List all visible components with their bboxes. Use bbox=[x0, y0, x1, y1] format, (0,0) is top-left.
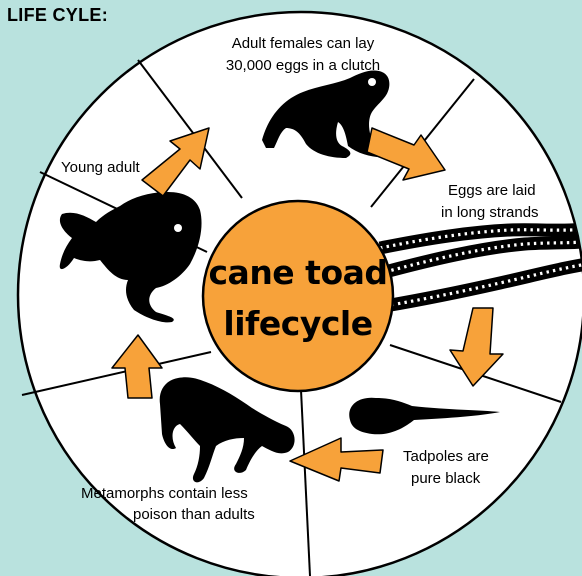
young-adult-label: Young adult bbox=[61, 159, 141, 176]
center-title-line1: cane toad bbox=[208, 253, 387, 292]
eggs-label-line1: Eggs are laid bbox=[448, 182, 536, 199]
adult-female-label-line1: Adult females can lay bbox=[232, 35, 375, 52]
center-disc bbox=[203, 201, 393, 391]
tadpoles-label-line2: pure black bbox=[411, 470, 481, 487]
adult-female-label-line2: 30,000 eggs in a clutch bbox=[226, 57, 380, 74]
center-title-line2: lifecycle bbox=[223, 304, 372, 343]
eggs-label-line2: in long strands bbox=[441, 204, 539, 221]
metamorphs-label-line1: Metamorphs contain less bbox=[81, 485, 248, 502]
tadpoles-label-line1: Tadpoles are bbox=[403, 448, 489, 465]
metamorphs-label-line2: poison than adults bbox=[133, 506, 255, 523]
